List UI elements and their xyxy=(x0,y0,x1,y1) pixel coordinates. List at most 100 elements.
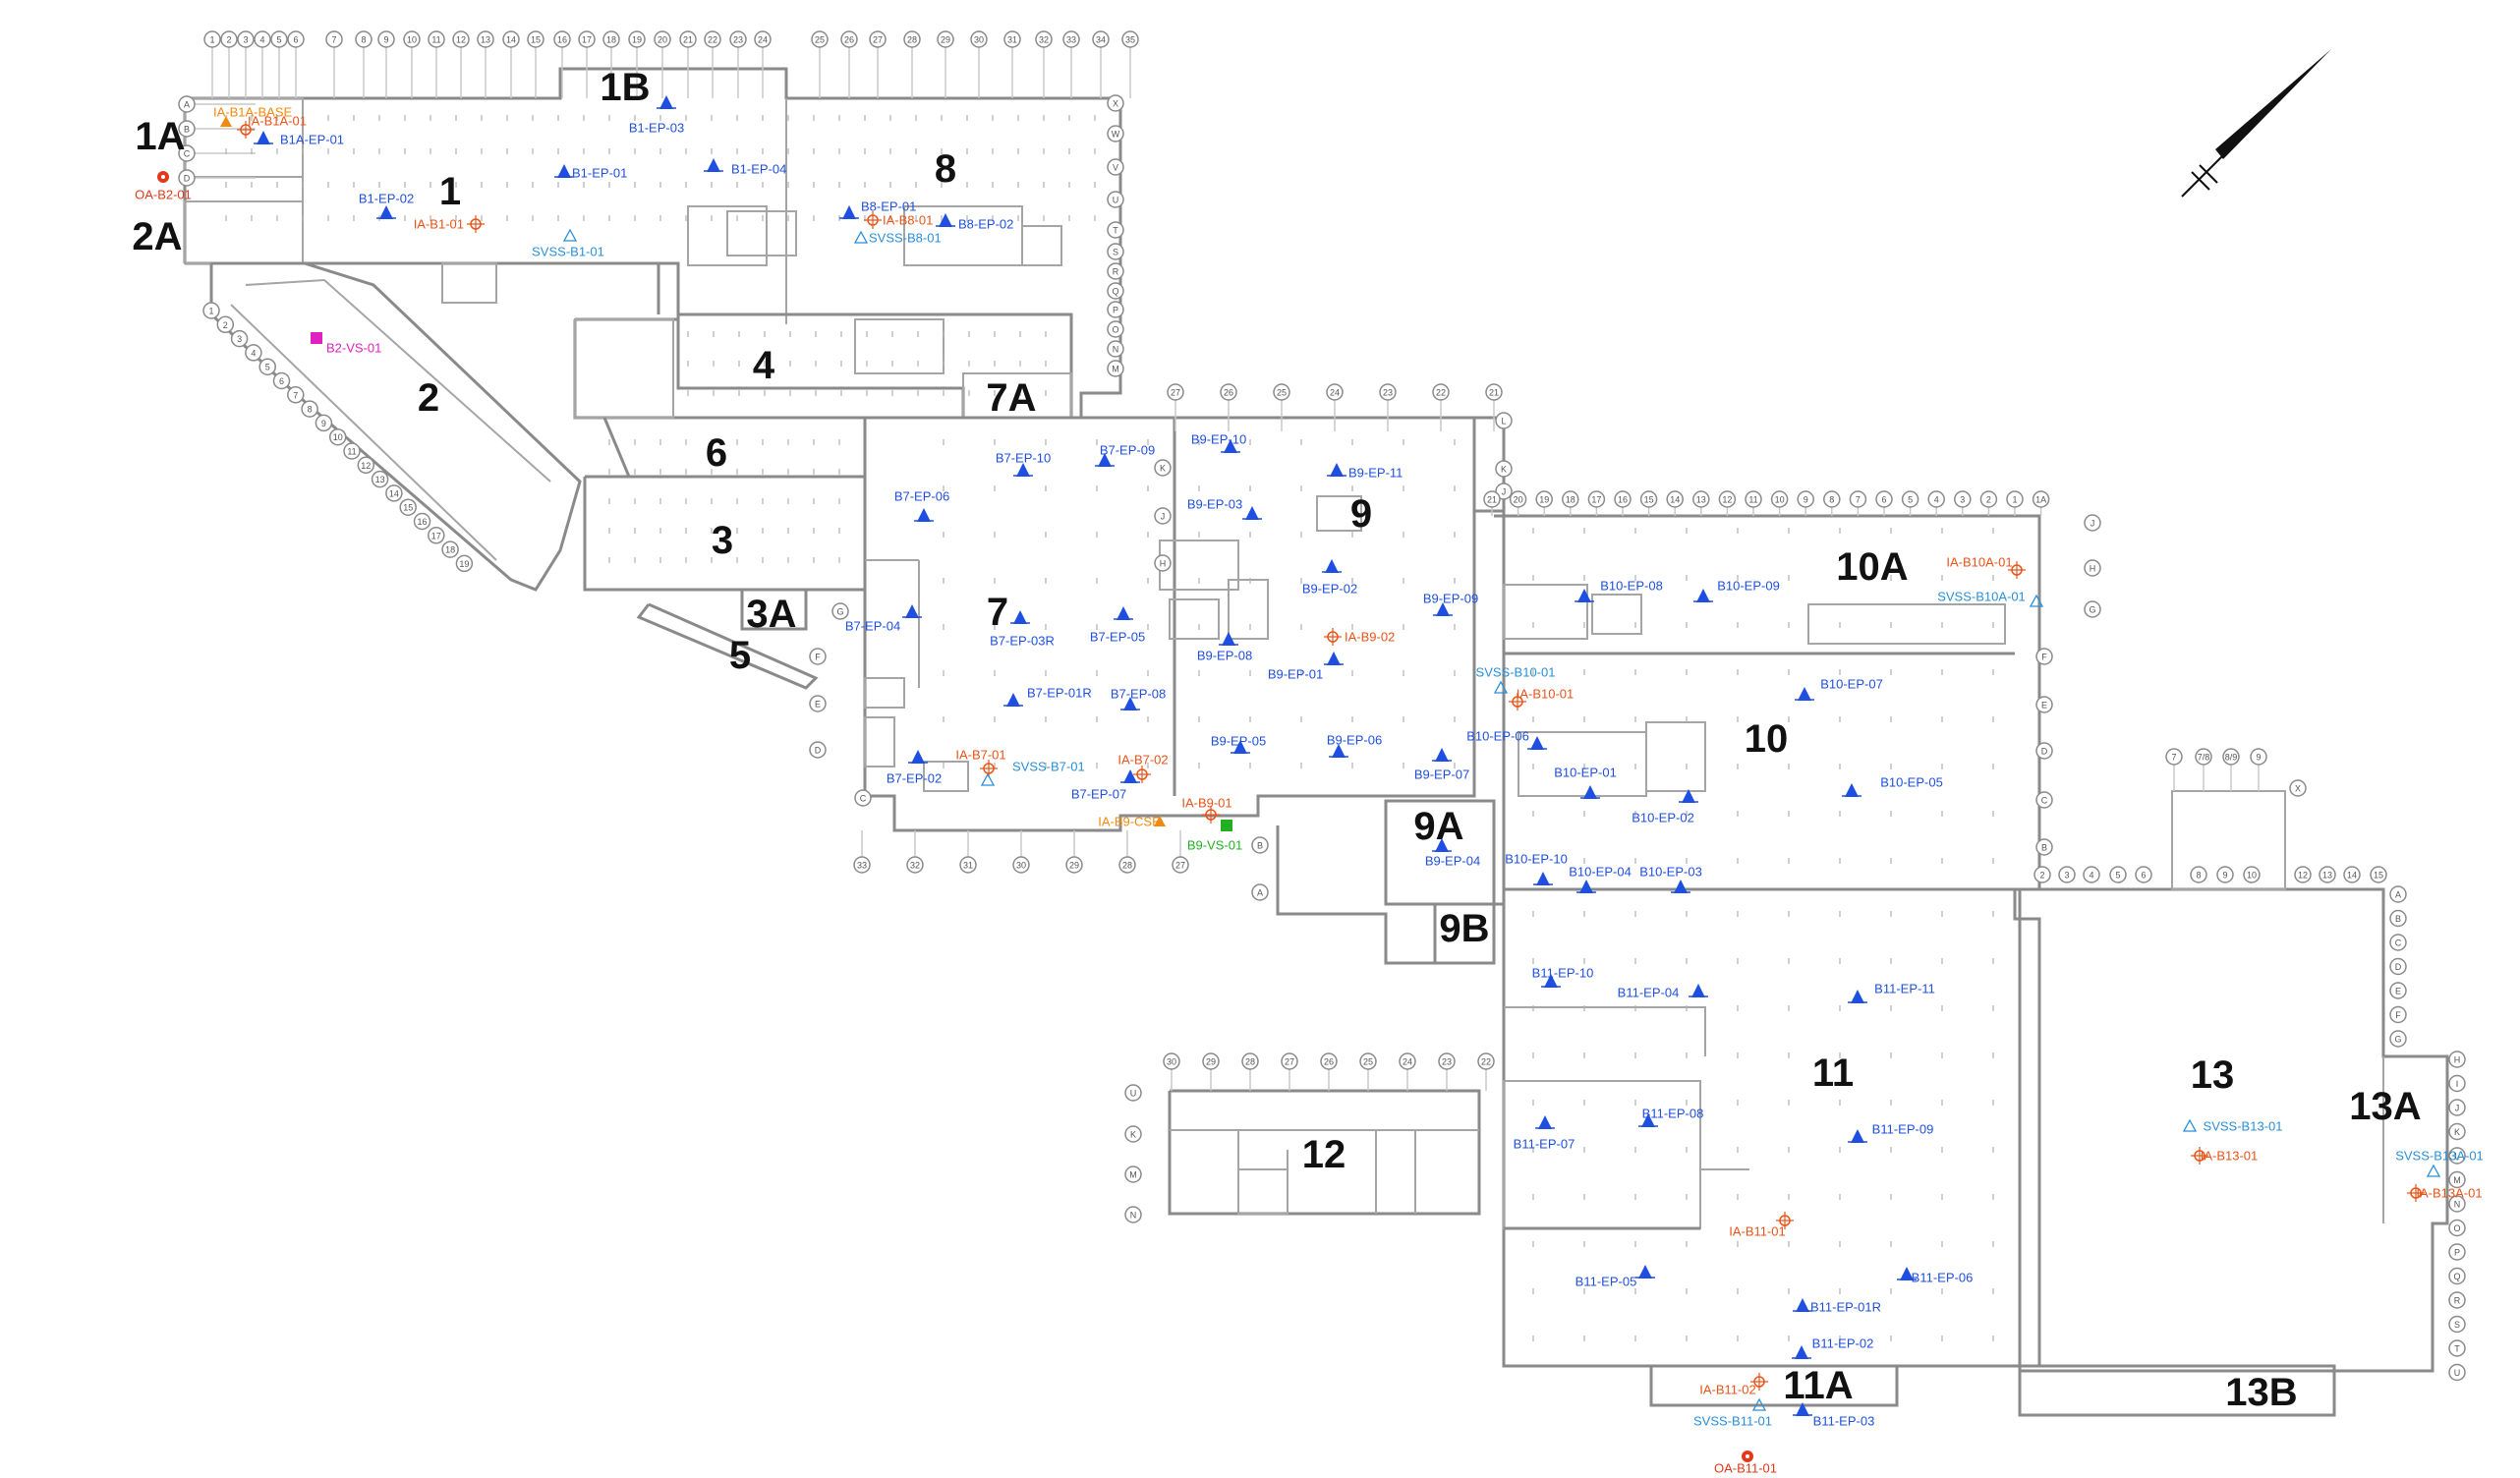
svg-text:28: 28 xyxy=(907,35,917,45)
sample-point-b7-ep-03r[interactable]: B7-EP-03R xyxy=(990,610,1055,649)
sample-point-b9-ep-09[interactable]: B9-EP-09 xyxy=(1423,592,1478,617)
ep-triangle-icon xyxy=(1535,1115,1555,1129)
sample-point-b11-ep-03[interactable]: B11-EP-03 xyxy=(1793,1402,1874,1429)
sample-point-ia-b11-01[interactable]: IA-B11-01 xyxy=(1729,1212,1794,1239)
sample-point-ia-b1a-base[interactable]: IA-B1A-BASE xyxy=(213,105,293,128)
svg-text:P: P xyxy=(2454,1248,2460,1258)
sample-point-oa-b11-01[interactable]: OA-B11-01 xyxy=(1714,1450,1777,1476)
sample-point-b7-ep-02[interactable]: B7-EP-02 xyxy=(887,750,942,786)
sample-point-label: B7-EP-09 xyxy=(1100,443,1155,458)
sample-point-b1-ep-03[interactable]: B1-EP-03 xyxy=(629,95,684,136)
sample-point-b7-ep-10[interactable]: B7-EP-10 xyxy=(996,451,1051,478)
sample-point-b8-ep-01[interactable]: B8-EP-01 xyxy=(839,199,916,220)
sample-point-ia-b1-01[interactable]: IA-B1-01 xyxy=(414,215,485,233)
svg-text:22: 22 xyxy=(708,35,717,45)
grid-b9bottom-B: B xyxy=(1251,836,1269,854)
sample-point-ia-b9-02[interactable]: IA-B9-02 xyxy=(1324,628,1395,646)
grid-top-23: 23 xyxy=(729,30,747,48)
sample-point-svss-b1-01[interactable]: SVSS-B1-01 xyxy=(532,228,604,259)
sample-point-oa-b2-01[interactable]: OA-B2-01 xyxy=(135,171,192,202)
sample-point-b2-vs-01[interactable]: B2-VS-01 xyxy=(311,332,381,356)
sample-point-b10-ep-01[interactable]: B10-EP-01 xyxy=(1554,766,1617,800)
sample-point-b10-ep-04[interactable]: B10-EP-04 xyxy=(1569,865,1632,894)
sample-point-b11-ep-08[interactable]: B11-EP-08 xyxy=(1638,1107,1703,1128)
sample-point-ia-b13-01[interactable]: IA-B13-01 xyxy=(2191,1147,2258,1165)
svg-text:B: B xyxy=(1257,841,1263,851)
sample-point-b11-ep-10[interactable]: B11-EP-10 xyxy=(1532,966,1594,989)
sample-point-ia-b7-01[interactable]: IA-B7-01 xyxy=(955,748,1006,778)
sample-point-b11-ep-09[interactable]: B11-EP-09 xyxy=(1848,1122,1933,1144)
svg-text:5: 5 xyxy=(1908,495,1913,505)
sample-point-b9-ep-02[interactable]: B9-EP-02 xyxy=(1302,559,1357,597)
sample-point-svss-b7-01[interactable]: SVSS-B7-01 xyxy=(980,760,1085,786)
sample-point-svss-b13-01[interactable]: SVSS-B13-01 xyxy=(2182,1119,2282,1134)
sample-point-svss-b8-01[interactable]: SVSS-B8-01 xyxy=(853,231,942,246)
sample-point-svss-b13a-01[interactable]: SVSS-B13A-01 xyxy=(2395,1149,2484,1177)
sample-point-b11-ep-02[interactable]: B11-EP-02 xyxy=(1792,1336,1873,1360)
sample-point-b9-ep-10[interactable]: B9-EP-10 xyxy=(1191,432,1246,454)
sample-point-b11-ep-07[interactable]: B11-EP-07 xyxy=(1514,1115,1575,1152)
ep-triangle-icon xyxy=(1527,736,1547,750)
sample-point-b9-ep-07[interactable]: B9-EP-07 xyxy=(1414,748,1469,782)
sample-point-label: B10-EP-06 xyxy=(1466,729,1529,744)
sample-point-b9-ep-03[interactable]: B9-EP-03 xyxy=(1187,497,1262,521)
sample-point-b11-ep-05[interactable]: B11-EP-05 xyxy=(1575,1265,1655,1289)
sample-point-ia-b11-02[interactable]: IA-B11-02 xyxy=(1699,1373,1768,1397)
grid-right13a-P: P xyxy=(2448,1243,2466,1261)
sample-point-b10-ep-10[interactable]: B10-EP-10 xyxy=(1505,852,1568,886)
sample-point-b11-ep-06[interactable]: B11-EP-06 xyxy=(1897,1267,1973,1285)
sample-point-b7-ep-07[interactable]: B7-EP-07 xyxy=(1071,769,1140,802)
svss-triangle-icon xyxy=(2426,1164,2441,1177)
sample-point-label: IA-B11-02 xyxy=(1699,1383,1756,1397)
sample-point-b9-vs-01[interactable]: B9-VS-01 xyxy=(1187,820,1242,853)
sample-point-b10-ep-09[interactable]: B10-EP-09 xyxy=(1693,579,1780,603)
sample-point-b10-ep-07[interactable]: B10-EP-07 xyxy=(1795,677,1883,702)
sample-point-b9-ep-08[interactable]: B9-EP-08 xyxy=(1197,632,1252,663)
grid-top-25: 25 xyxy=(811,30,829,48)
sample-point-ia-b8-01[interactable]: IA-B8-01 xyxy=(864,211,933,229)
sample-point-b10-ep-06[interactable]: B10-EP-06 xyxy=(1466,729,1547,751)
sample-point-b1-ep-02[interactable]: B1-EP-02 xyxy=(359,192,414,220)
sample-point-label: B7-EP-07 xyxy=(1071,787,1126,802)
sample-point-b10-ep-05[interactable]: B10-EP-05 xyxy=(1842,775,1943,798)
sample-point-b7-ep-05[interactable]: B7-EP-05 xyxy=(1090,606,1145,645)
sample-point-b9-ep-05[interactable]: B9-EP-05 xyxy=(1211,734,1266,755)
sample-point-b7-ep-08[interactable]: B7-EP-08 xyxy=(1111,687,1166,711)
sample-point-b7-ep-04[interactable]: B7-EP-04 xyxy=(845,604,922,634)
sample-point-b1-ep-01[interactable]: B1-EP-01 xyxy=(554,164,627,181)
sample-point-b7-ep-06[interactable]: B7-EP-06 xyxy=(894,489,949,523)
sample-point-ia-b10-01[interactable]: IA-B10-01 xyxy=(1509,687,1574,711)
ia-crosshair-icon xyxy=(1776,1212,1794,1229)
grid-diag2-8: 8 xyxy=(301,400,318,418)
sample-point-b11-ep-11[interactable]: B11-EP-11 xyxy=(1848,982,1935,1004)
sample-point-b7-ep-01r[interactable]: B7-EP-01R xyxy=(1003,686,1092,708)
sample-point-ia-b9-cse[interactable]: IA-B9-CSE xyxy=(1098,815,1166,829)
sample-point-ia-b10a-01[interactable]: IA-B10A-01 xyxy=(1946,555,2026,580)
grid-right13-D: D xyxy=(2389,957,2407,976)
sample-point-b9-ep-06[interactable]: B9-EP-06 xyxy=(1327,733,1382,759)
sample-point-b10-ep-03[interactable]: B10-EP-03 xyxy=(1639,865,1702,894)
svg-text:M: M xyxy=(1112,365,1119,374)
sample-point-ia-b9-01[interactable]: IA-B9-01 xyxy=(1181,796,1232,824)
grid-right8-R: R xyxy=(1107,262,1124,280)
svg-text:X: X xyxy=(2295,784,2301,794)
sample-point-b1a-ep-01[interactable]: B1A-EP-01 xyxy=(254,131,344,147)
sample-point-b8-ep-02[interactable]: B8-EP-02 xyxy=(936,213,1013,232)
sample-point-b7-ep-09[interactable]: B7-EP-09 xyxy=(1095,443,1155,468)
sample-point-b10-ep-08[interactable]: B10-EP-08 xyxy=(1575,579,1663,603)
sample-point-svss-b11-01[interactable]: SVSS-B11-01 xyxy=(1693,1397,1772,1429)
grid-top10-6: 6 xyxy=(1875,490,1893,508)
sample-point-b10-ep-02[interactable]: B10-EP-02 xyxy=(1632,789,1698,825)
grid-right13-G: G xyxy=(2389,1030,2407,1048)
sample-point-ia-b7-02[interactable]: IA-B7-02 xyxy=(1117,753,1169,784)
sample-point-b11-ep-01r[interactable]: B11-EP-01R xyxy=(1793,1298,1881,1315)
sample-point-b11-ep-04[interactable]: B11-EP-04 xyxy=(1618,984,1708,1000)
sample-point-b1-ep-04[interactable]: B1-EP-04 xyxy=(704,158,786,177)
sample-point-svss-b10-01[interactable]: SVSS-B10-01 xyxy=(1476,665,1556,694)
sample-point-ia-b13a-01[interactable]: IA-B13A-01 xyxy=(2407,1184,2483,1202)
sample-point-ia-b1a-01[interactable]: IA-B1A-01 xyxy=(237,114,307,140)
sample-point-b9-ep-11[interactable]: B9-EP-11 xyxy=(1327,463,1403,481)
sample-point-b9-ep-04[interactable]: B9-EP-04 xyxy=(1425,838,1480,869)
sample-point-b9-ep-01[interactable]: B9-EP-01 xyxy=(1268,652,1344,682)
sample-point-svss-b10a-01[interactable]: SVSS-B10A-01 xyxy=(1937,590,2044,607)
